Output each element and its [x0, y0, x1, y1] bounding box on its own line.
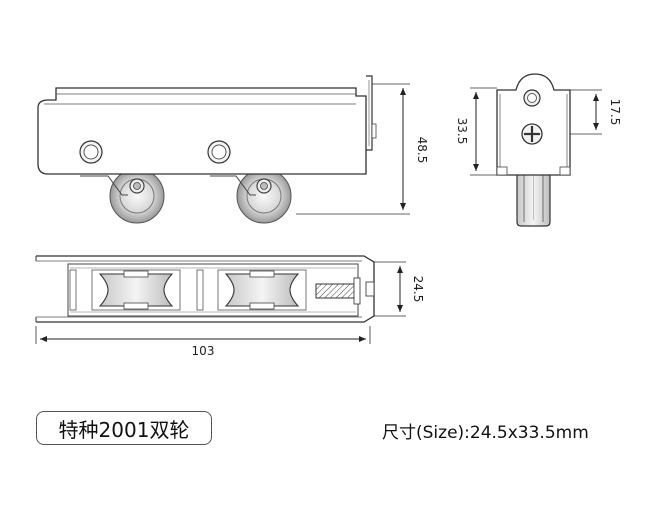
side-wheel-left — [109, 168, 165, 224]
top-view: 24.5 103 — [35, 255, 425, 358]
dim-length-label: 103 — [192, 344, 215, 358]
dim-front-upper-label: 17.5 — [608, 99, 622, 126]
dimension-top-width: 24.5 — [374, 261, 425, 317]
dimension-length: 103 — [35, 326, 371, 358]
product-label: 特种2001双轮 — [36, 411, 212, 445]
dimension-front-height: 33.5 — [455, 87, 497, 176]
side-wheel-right — [236, 168, 292, 224]
product-label-text: 特种2001双轮 — [58, 417, 190, 442]
side-view: 48.5 — [37, 75, 429, 224]
cross-screw-icon — [521, 123, 543, 145]
top-wheel-right — [217, 269, 307, 311]
technical-drawing: 48.5 33.5 — [35, 73, 622, 358]
top-wheel-left — [91, 269, 181, 311]
size-spec: 尺寸(Size):24.5x33.5mm — [382, 423, 589, 443]
front-view: 33.5 17.5 — [455, 73, 622, 227]
dim-top-width-label: 24.5 — [411, 276, 425, 303]
dimension-front-upper: 17.5 — [570, 89, 622, 135]
dimension-side-height: 48.5 — [296, 83, 429, 215]
side-housing — [37, 75, 377, 175]
dim-side-height-label: 48.5 — [415, 137, 429, 164]
dim-front-height-label: 33.5 — [455, 118, 469, 145]
